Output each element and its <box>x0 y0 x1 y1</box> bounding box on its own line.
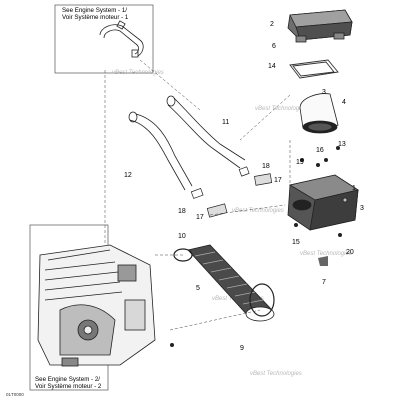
part-label-5: 5 <box>196 285 200 292</box>
part-label-7: 7 <box>322 279 326 286</box>
part-label-13: 13 <box>338 141 346 148</box>
part-label-2: 2 <box>270 21 274 28</box>
gasket-frame <box>289 59 339 79</box>
engine-block <box>37 244 156 367</box>
intake-tube-12 <box>128 111 193 191</box>
part-label-1: 1 <box>352 185 356 192</box>
air-box <box>287 174 360 231</box>
figure-code: 01T0000 <box>6 392 24 397</box>
clamp-ring-9 <box>249 283 275 317</box>
part-label-19: 19 <box>296 159 304 166</box>
engine-ref-2-line-2: Voir Système moteur - 2 <box>35 383 102 390</box>
air-filter <box>299 93 339 134</box>
silencer-cover <box>287 9 353 43</box>
engine-ref-1-line-2: Voir Système moteur - 1 <box>62 14 129 21</box>
engine-ref-1-line-1: See Engine System - 1/ <box>62 7 127 14</box>
part-label-3: 3 <box>322 89 326 96</box>
part-label-12: 12 <box>124 172 132 179</box>
part-label-10: 10 <box>178 233 186 240</box>
part-label-9: 9 <box>240 345 244 352</box>
part-label-20: 20 <box>346 249 354 256</box>
part-label-6: 6 <box>272 43 276 50</box>
hardware-bits <box>170 146 342 347</box>
part-label-18-top: 18 <box>262 163 270 170</box>
watermark-1: vBest Technologies <box>112 70 164 76</box>
part-label-14: 14 <box>268 63 276 70</box>
part-labels: 2 6 14 3 4 13 11 16 19 12 18 17 18 17 15… <box>124 21 364 352</box>
watermark-4: vBest Technologies <box>300 251 352 257</box>
engine-system-1-box <box>54 4 154 74</box>
part-label-4: 4 <box>342 99 346 106</box>
part-label-16: 16 <box>316 147 324 154</box>
breather-hose <box>99 20 144 58</box>
hose-clamps <box>190 166 273 218</box>
intake-tube-11 <box>166 95 246 169</box>
clamp-ring-10 <box>173 248 193 262</box>
watermark-3: vBest Technologies <box>232 208 284 214</box>
part-label-3-side: 3 <box>360 205 364 212</box>
part-label-15: 15 <box>292 239 300 246</box>
part-label-18-bottom: 18 <box>178 208 186 215</box>
watermark-6: vBest Technologies <box>250 371 302 377</box>
watermark-2: vBest Technologies <box>255 106 307 112</box>
part-label-17-bottom: 17 <box>196 214 204 221</box>
part-label-11: 11 <box>222 119 229 126</box>
leader-lines <box>104 59 291 331</box>
part-label-17-top: 17 <box>274 177 282 184</box>
engine-ref-2-line-1: See Engine System - 2/ <box>35 376 100 383</box>
intake-bellows <box>187 244 275 322</box>
